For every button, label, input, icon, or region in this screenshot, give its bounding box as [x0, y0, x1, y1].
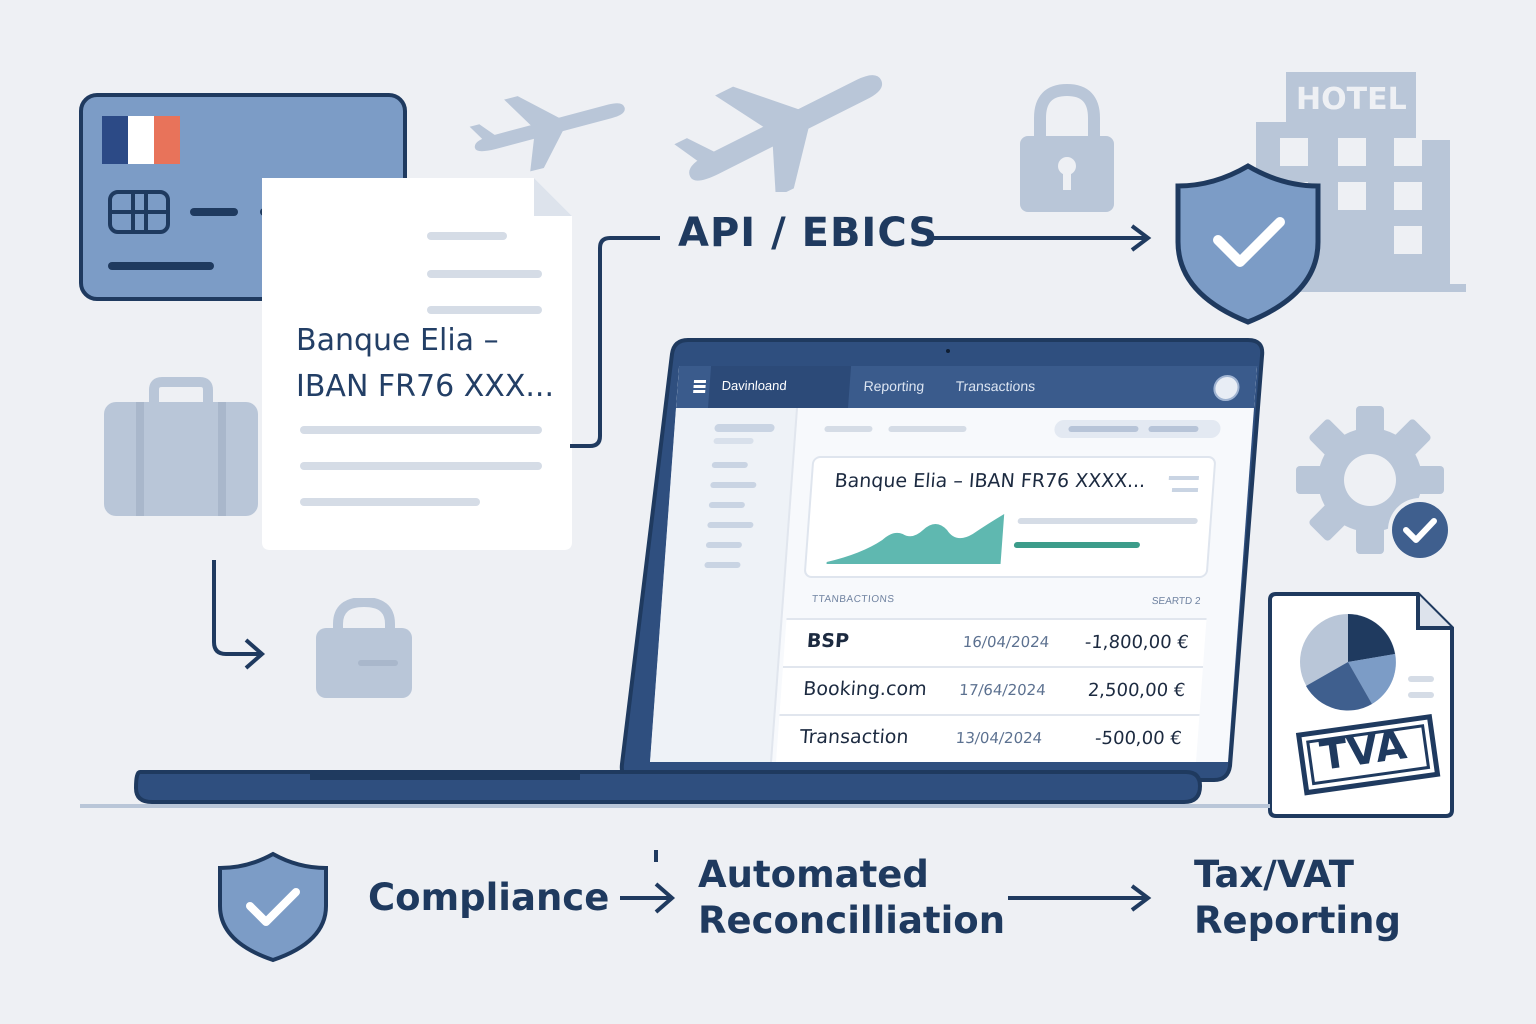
breadcrumb	[824, 426, 873, 432]
bag-icon	[314, 598, 414, 700]
transactions-search[interactable]: SEARTD 2	[1151, 596, 1201, 607]
report-pie-icon: TVA	[1266, 590, 1456, 820]
breadcrumb	[888, 426, 967, 432]
transaction-amount: -1,800,00 €	[1084, 632, 1190, 653]
app-navbar: Davinloand Reporting Transactions	[675, 366, 1258, 408]
compliance-label: Compliance	[368, 876, 610, 919]
reporting-line1: Tax/VAT	[1194, 853, 1354, 896]
account-title: Banque Elia – IBAN FR76 XXXX...	[833, 470, 1147, 492]
title-line	[1168, 476, 1200, 480]
account-card[interactable]: Banque Elia – IBAN FR76 XXXX...	[803, 456, 1217, 578]
transaction-date: 13/04/2024	[955, 729, 1043, 747]
reconciliation-line2: Reconcilliation	[698, 899, 1006, 942]
arrow-right-icon	[1006, 882, 1156, 914]
arrow-right-icon	[928, 222, 1158, 254]
table-row[interactable]: BSP 16/04/2024 -1,800,00 €	[782, 620, 1207, 668]
arrow-right-icon	[616, 846, 680, 920]
arrow-down-right-icon	[200, 556, 270, 680]
title-line	[1171, 488, 1199, 492]
shield-check-icon	[214, 850, 332, 964]
reconciliation-line1: Automated	[698, 853, 929, 896]
table-line	[80, 804, 1270, 808]
transactions-heading: TTANBACTIONS	[811, 594, 895, 605]
airplane-icon	[462, 82, 632, 172]
search-input[interactable]	[1053, 420, 1222, 438]
reporting-label: Tax/VAT Reporting	[1194, 852, 1401, 944]
reconciliation-label: Automated Reconcilliation	[698, 852, 1005, 944]
transaction-amount: 2,500,00 €	[1087, 680, 1187, 701]
app-screen: Davinloand Reporting Transactions Banque…	[650, 366, 1258, 762]
sidebar-item[interactable]	[714, 424, 775, 432]
api-ebics-label: API / EBICS	[678, 210, 939, 256]
transaction-date: 16/04/2024	[962, 633, 1050, 651]
sidebar-item[interactable]	[705, 542, 743, 548]
connector-line	[560, 232, 670, 452]
nav-tab-reporting[interactable]: Reporting	[863, 378, 925, 394]
sidebar-item[interactable]	[707, 522, 754, 528]
reporting-line2: Reporting	[1194, 899, 1401, 942]
menu-icon[interactable]	[693, 380, 707, 393]
iban-text: IBAN FR76 XXX...	[296, 369, 555, 404]
balance-chart	[826, 514, 1005, 564]
progress-track	[1017, 518, 1198, 524]
transactions-table: BSP 16/04/2024 -1,800,00 € Booking.com 1…	[775, 618, 1207, 762]
transaction-date: 17/64/2024	[958, 681, 1047, 699]
suitcase-icon	[102, 376, 260, 518]
lock-icon	[1016, 80, 1118, 214]
sidebar-item[interactable]	[704, 562, 741, 568]
progress-fill	[1013, 542, 1141, 548]
sidebar-item[interactable]	[710, 482, 757, 488]
table-row[interactable]: Transaction 13/04/2024 -500,00 €	[776, 716, 1199, 762]
sidebar-item[interactable]	[708, 502, 746, 508]
sidebar-item[interactable]	[711, 462, 749, 468]
bank-name-text: Banque Elia –	[296, 323, 499, 358]
transaction-amount: -500,00 €	[1094, 728, 1183, 749]
hotel-sign: HOTEL	[1296, 82, 1407, 117]
gear-check-icon	[1294, 404, 1456, 566]
document-icon: Banque Elia – IBAN FR76 XXX...	[262, 178, 572, 550]
transaction-name: Booking.com	[802, 678, 928, 700]
nav-tab-dashboard-label[interactable]: Davinloand	[721, 378, 788, 393]
sidebar	[650, 408, 798, 762]
table-row[interactable]: Booking.com 17/64/2024 2,500,00 €	[779, 668, 1203, 716]
transaction-name: Transaction	[799, 726, 910, 748]
transaction-name: BSP	[806, 630, 850, 652]
avatar[interactable]	[1212, 375, 1241, 401]
airplane-icon	[670, 62, 900, 192]
shield-check-icon	[1172, 160, 1324, 328]
sidebar-item[interactable]	[713, 438, 754, 444]
nav-tab-transactions[interactable]: Transactions	[955, 378, 1036, 394]
